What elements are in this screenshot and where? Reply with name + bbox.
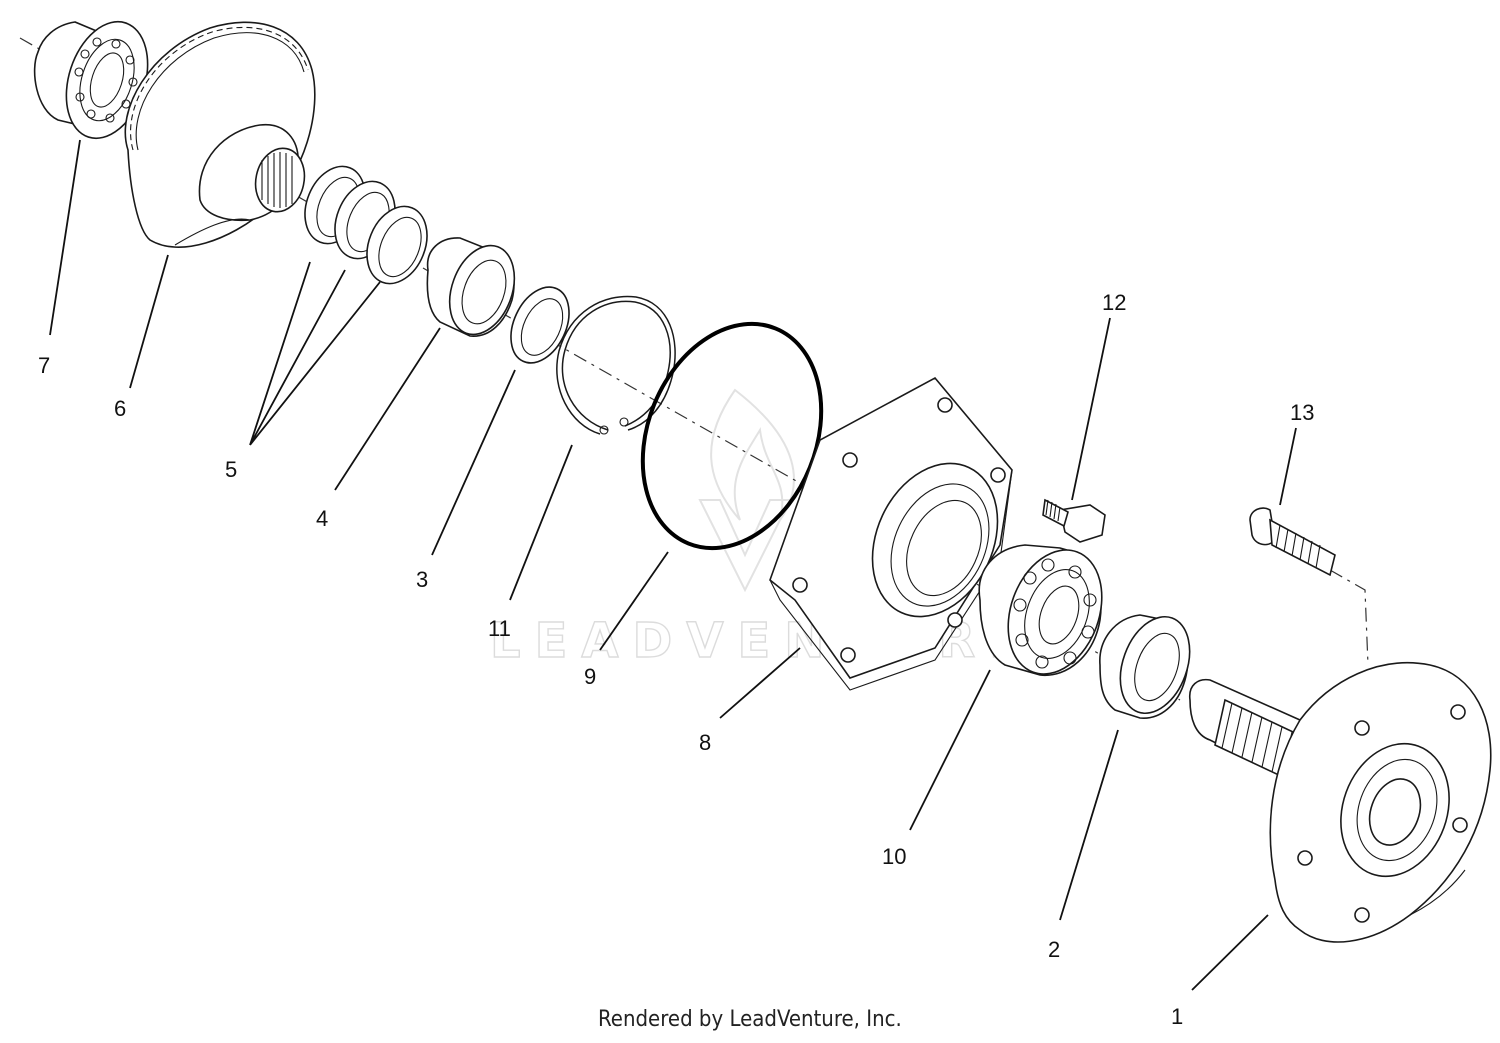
credit-text: Rendered by LeadVenture, Inc.: [598, 1007, 902, 1032]
callout-6: 6: [114, 396, 126, 421]
part-4-bearing-race: [426, 237, 516, 337]
part-12-bolt: [1042, 498, 1106, 543]
callout-1: 1: [1171, 1004, 1183, 1029]
callout-labels: 1 2 3 4 5 6 7 8 9 10 11 12 13: [38, 290, 1314, 1029]
callout-12: 12: [1102, 290, 1126, 315]
callout-9: 9: [584, 664, 596, 689]
part-5-shims: [304, 165, 428, 285]
callout-3: 3: [416, 567, 428, 592]
part-6-ring-gear: [124, 21, 316, 248]
part-11-circlip: [556, 295, 676, 435]
callout-13: 13: [1290, 400, 1314, 425]
part-13-stud: [1249, 507, 1336, 577]
callout-5: 5: [225, 457, 237, 482]
callout-10: 10: [882, 844, 906, 869]
part-3-retaining-ring: [510, 286, 570, 364]
part-10-bearing: [978, 544, 1103, 676]
leader-lines: [49, 139, 1297, 991]
part-2-spacer: [1099, 614, 1191, 719]
part-7-bearing: [33, 20, 149, 140]
callout-8: 8: [699, 730, 711, 755]
callout-7: 7: [38, 353, 50, 378]
callout-4: 4: [316, 506, 328, 531]
callout-11: 11: [488, 616, 511, 641]
stud-axis: [1329, 569, 1369, 666]
callout-2: 2: [1048, 937, 1060, 962]
part-1-hub: [1188, 661, 1492, 943]
part-8-housing: [769, 376, 1013, 691]
